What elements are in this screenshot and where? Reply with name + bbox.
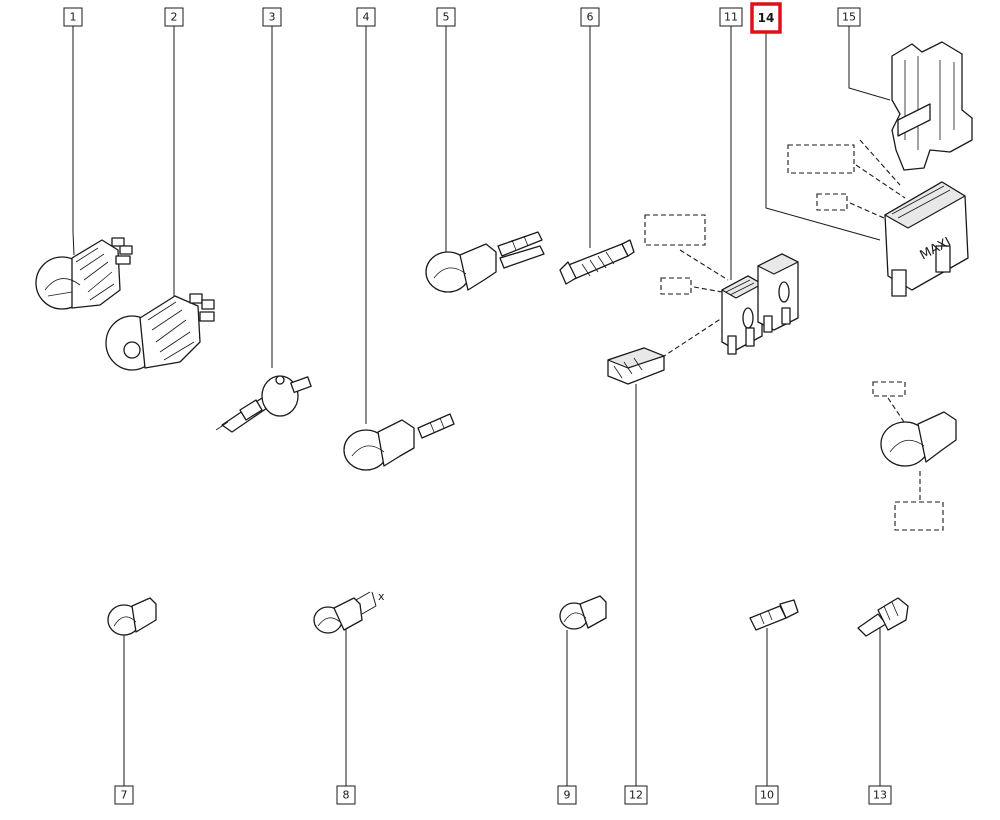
callout-12[interactable]: 12 bbox=[624, 785, 648, 805]
leader-1 bbox=[72, 25, 75, 256]
placeholder-box-c bbox=[787, 144, 855, 174]
callout-4-label: 4 bbox=[363, 11, 370, 24]
callout-9[interactable]: 9 bbox=[557, 785, 577, 805]
placeholder-line-e bbox=[887, 397, 907, 426]
placeholder-line-a bbox=[679, 249, 729, 281]
callout-11-label: 11 bbox=[724, 11, 738, 24]
callout-5-label: 5 bbox=[443, 11, 450, 24]
bulb-bayonet-5 bbox=[425, 231, 545, 293]
placeholder-box-d bbox=[816, 193, 848, 211]
fuse-mini-11b bbox=[757, 253, 799, 333]
placeholder-line-d bbox=[849, 202, 885, 219]
callout-8-label: 8 bbox=[343, 789, 350, 802]
leader-15 bbox=[848, 25, 891, 101]
callout-7-label: 7 bbox=[121, 789, 128, 802]
placeholder-line-c2 bbox=[859, 139, 901, 186]
placeholder-line-b bbox=[693, 286, 723, 293]
callout-8[interactable]: 8 bbox=[336, 785, 356, 805]
bulb-small-7 bbox=[107, 597, 157, 636]
callout-4[interactable]: 4 bbox=[356, 7, 376, 27]
callout-6-label: 6 bbox=[587, 11, 594, 24]
callout-3-label: 3 bbox=[269, 11, 276, 24]
callout-14-label: 14 bbox=[758, 11, 775, 25]
callout-9-label: 9 bbox=[564, 789, 571, 802]
callout-6[interactable]: 6 bbox=[580, 7, 600, 27]
bulb-single-filament-4 bbox=[343, 413, 455, 471]
leader-14 bbox=[765, 33, 881, 241]
callout-13[interactable]: 13 bbox=[868, 785, 892, 805]
fuse-maxi-14: MAXI bbox=[884, 181, 969, 297]
bulb-socket-13 bbox=[857, 597, 909, 637]
callout-10[interactable]: 10 bbox=[755, 785, 779, 805]
bulb-headlamp-2 bbox=[105, 293, 215, 371]
callout-1[interactable]: 1 bbox=[63, 7, 83, 27]
callout-15-label: 15 bbox=[842, 11, 856, 24]
callout-14-highlighted[interactable]: 14 bbox=[750, 2, 782, 34]
callout-2[interactable]: 2 bbox=[164, 7, 184, 27]
bulb-capless-10 bbox=[749, 599, 799, 631]
callout-10-label: 10 bbox=[760, 789, 774, 802]
fuse-holder-15 bbox=[891, 41, 973, 171]
callout-2-label: 2 bbox=[171, 11, 178, 24]
callout-11[interactable]: 11 bbox=[719, 7, 743, 27]
placeholder-line-12 bbox=[654, 317, 723, 363]
placeholder-box-b bbox=[660, 277, 692, 295]
placeholder-boxes bbox=[644, 139, 944, 531]
callout-13-label: 13 bbox=[873, 789, 887, 802]
bulb-wedge-9 bbox=[559, 595, 607, 630]
bulb-h1-3 bbox=[215, 375, 312, 433]
placeholder-box-e bbox=[872, 381, 906, 397]
leader-lines bbox=[72, 25, 891, 786]
placeholder-box-a bbox=[644, 214, 706, 246]
placeholder-line-c bbox=[855, 164, 906, 199]
callout-5[interactable]: 5 bbox=[436, 7, 456, 27]
bulb-bayonet-right bbox=[880, 411, 957, 467]
bulb-festoon-6 bbox=[559, 239, 635, 285]
callout-7[interactable]: 7 bbox=[114, 785, 134, 805]
bulb-small-8: x bbox=[313, 590, 385, 634]
fuse-mini-11 bbox=[721, 275, 763, 355]
bulb-headlamp-1 bbox=[35, 237, 133, 310]
callout-1-label: 1 bbox=[70, 11, 77, 24]
fuse-holder-12 bbox=[607, 347, 665, 385]
placeholder-box-f bbox=[894, 501, 944, 531]
callout-15[interactable]: 15 bbox=[837, 7, 861, 27]
dimension-mark: x bbox=[378, 590, 385, 603]
callout-12-label: 12 bbox=[629, 789, 643, 802]
callout-3[interactable]: 3 bbox=[262, 7, 282, 27]
